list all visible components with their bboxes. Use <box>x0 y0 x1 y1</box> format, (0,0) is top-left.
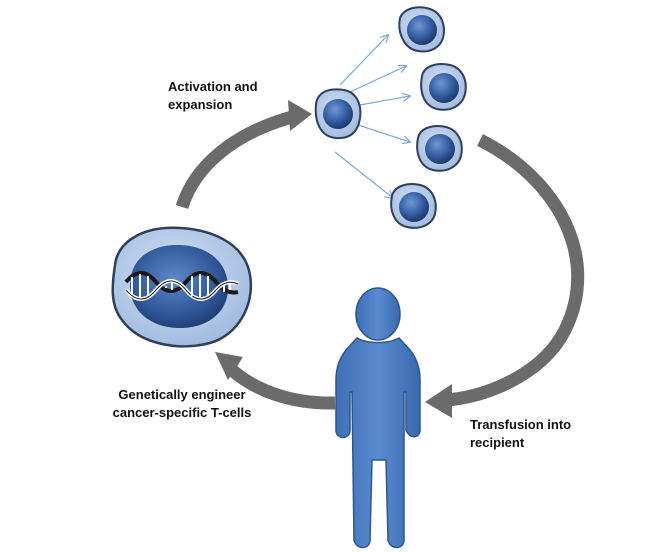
expanded-t-cell-icon <box>390 183 437 229</box>
expansion-arrow <box>339 35 388 86</box>
activation-and-expansion-label: Activation and expansion <box>168 78 288 114</box>
label-line: Activation and <box>168 79 258 94</box>
expanded-t-cell-icon <box>420 63 467 111</box>
activated-t-cell-icon <box>314 88 362 140</box>
expanded-t-cell-icon <box>416 125 463 172</box>
label-line: cancer-specific T-cells <box>112 405 252 420</box>
label-line: Transfusion into <box>470 417 572 432</box>
label-line: Genetically engineer <box>118 387 246 402</box>
expanded-t-cell-icon <box>398 6 445 53</box>
expansion-arrow <box>349 66 406 93</box>
cycle-arrow-engineer-to-activation <box>175 100 312 210</box>
transfusion-label: Transfusion into recipient <box>470 416 590 452</box>
dna-helix-icon <box>124 271 239 301</box>
expansion-arrow <box>354 123 410 142</box>
expansion-arrows <box>334 35 410 198</box>
genetically-engineer-label: Genetically engineer cancer-specific T-c… <box>112 386 252 422</box>
expansion-arrow <box>334 151 393 198</box>
label-line: expansion <box>168 97 233 112</box>
cycle-arrow-expansion-to-transfusion <box>425 134 585 418</box>
label-line: recipient <box>470 435 525 450</box>
cycle-arrow-recipient-to-engineer <box>215 352 336 410</box>
recipient-human-figure-icon <box>335 287 421 549</box>
engineered-t-cell-with-dna-icon <box>111 226 253 348</box>
expansion-arrow <box>353 96 410 107</box>
